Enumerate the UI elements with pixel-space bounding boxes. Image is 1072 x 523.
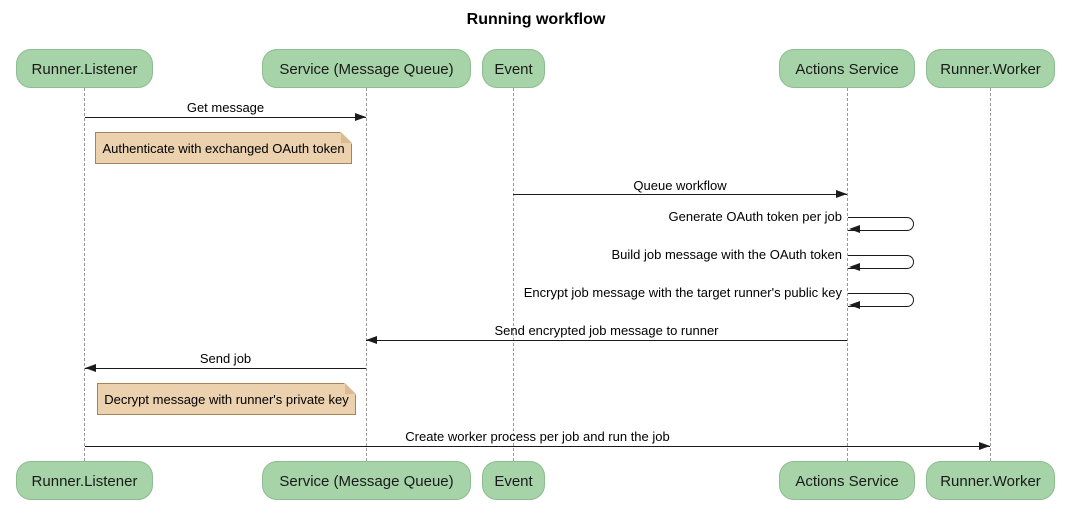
arrowhead-left-icon (366, 335, 377, 344)
participant-service-message-queue-bottom: Service (Message Queue) (262, 461, 471, 500)
message-line-get-message (85, 116, 366, 118)
participant-runner-listener-top: Runner.Listener (16, 49, 153, 88)
self-loop (848, 217, 914, 231)
lifeline-runner-worker (990, 88, 991, 461)
lifeline-actions-service (847, 88, 848, 461)
message-line-send-encrypted-job (366, 339, 847, 341)
message-label-encrypt-job-message: Encrypt job message with the target runn… (523, 285, 842, 300)
arrowhead-left-icon (849, 263, 860, 271)
arrowhead-right-icon (979, 441, 990, 450)
message-line-create-worker (85, 445, 990, 447)
message-label-build-job-message: Build job message with the OAuth token (611, 247, 842, 262)
message-label-queue-workflow: Queue workflow (633, 178, 727, 193)
arrowhead-right-icon (836, 190, 847, 198)
participant-runner-worker-bottom: Runner.Worker (926, 461, 1055, 500)
arrowhead-left-icon (849, 225, 860, 233)
arrowhead-left-icon (849, 301, 860, 309)
arrowhead-left-icon (85, 364, 96, 372)
message-line-queue-workflow (513, 194, 847, 195)
lifeline-event (513, 88, 514, 461)
participant-runner-listener-bottom: Runner.Listener (16, 461, 153, 500)
participant-actions-service-bottom: Actions Service (779, 461, 915, 500)
arrowhead-right-icon (355, 112, 366, 121)
diagram-title: Running workflow (466, 11, 606, 28)
participant-service-message-queue-top: Service (Message Queue) (262, 49, 471, 88)
message-label-send-encrypted-job: Send encrypted job message to runner (494, 323, 719, 338)
self-loop (848, 255, 914, 269)
message-label-create-worker: Create worker process per job and run th… (405, 429, 670, 444)
participant-runner-worker-top: Runner.Worker (926, 49, 1055, 88)
message-label-send-job: Send job (199, 351, 252, 366)
message-label-get-message: Get message (186, 100, 265, 115)
participant-actions-service-top: Actions Service (779, 49, 915, 88)
note-decrypt-private-key: Decrypt message with runner's private ke… (97, 383, 356, 415)
message-line-send-job (85, 368, 366, 369)
lifeline-service-message-queue (366, 88, 367, 461)
participant-event-bottom: Event (482, 461, 545, 500)
note-authenticate-oauth: Authenticate with exchanged OAuth token (95, 132, 352, 164)
self-loop (848, 293, 914, 307)
message-label-generate-oauth-token: Generate OAuth token per job (668, 209, 842, 224)
lifeline-runner-listener (84, 88, 85, 461)
participant-event-top: Event (482, 49, 545, 88)
